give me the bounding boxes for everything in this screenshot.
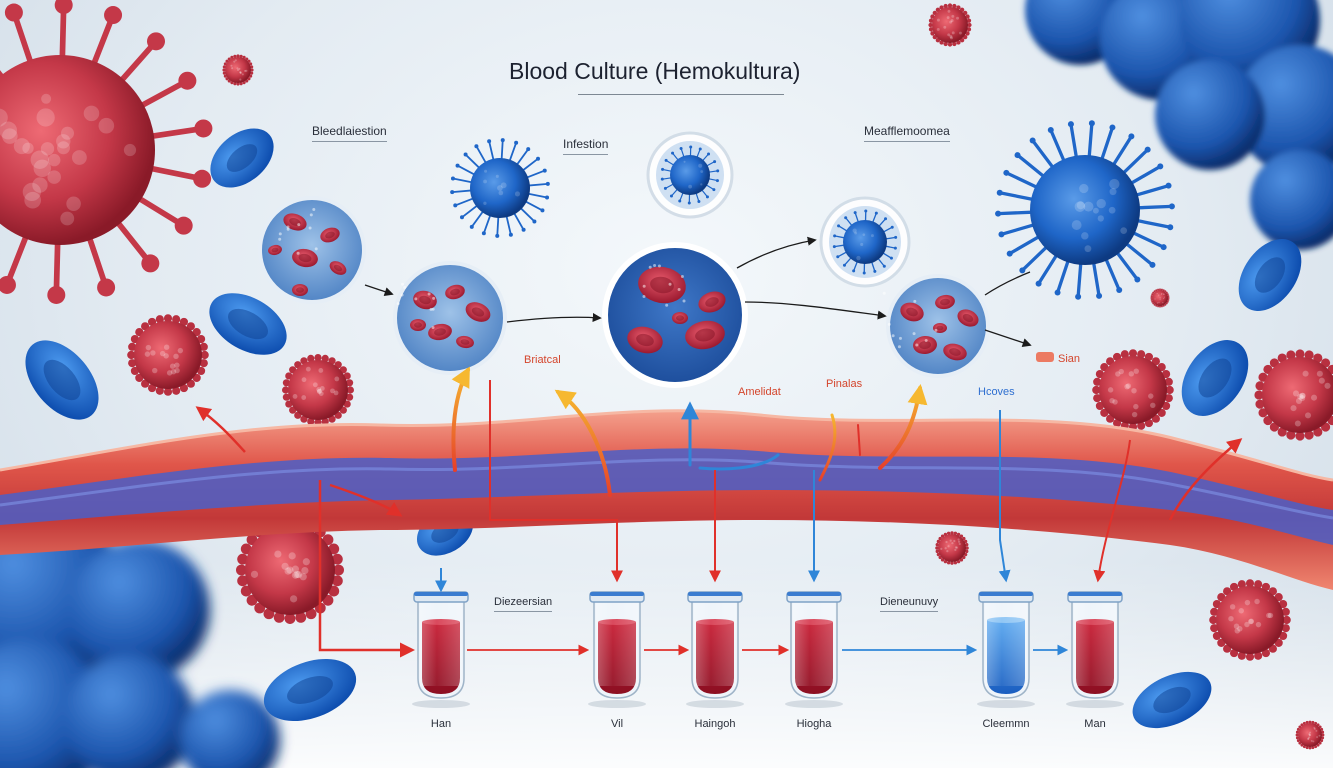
tube-label: Hiogha bbox=[796, 718, 832, 730]
culture-tube bbox=[686, 591, 744, 708]
tube-label: Cleemmn bbox=[982, 718, 1030, 730]
magnified-sample-right-top bbox=[819, 196, 911, 288]
label-dieneunuvy: Dieneunuvy bbox=[880, 596, 939, 612]
bacteria-cluster-bottom-left bbox=[0, 510, 280, 768]
tube-label: Han bbox=[430, 718, 452, 730]
magnified-sample-1 bbox=[258, 196, 366, 304]
sian-marker bbox=[1036, 352, 1054, 362]
tube-label: Man bbox=[1084, 718, 1106, 730]
red-arrows bbox=[195, 406, 1243, 658]
label-hcoves: Hcoves bbox=[978, 386, 1015, 398]
magnified-sample-4 bbox=[882, 274, 990, 378]
tube-label: Vil bbox=[610, 718, 624, 730]
bacteria-cluster-top-right bbox=[1025, 0, 1333, 250]
culture-tube bbox=[412, 591, 470, 708]
virus-icon-blue-small bbox=[450, 138, 550, 238]
label-bleedlaiestion: Bleedlaiestion bbox=[312, 124, 387, 142]
virus-icon-large bbox=[0, 0, 213, 304]
label-briatcal: Briatcal bbox=[524, 354, 561, 366]
label-meafflemoomea: Meafflemoomea bbox=[864, 124, 950, 142]
diagram-title: Blood Culture (Hemokultura) bbox=[509, 58, 801, 84]
label-infestion: Infestion bbox=[563, 137, 609, 155]
tube-label: Haingoh bbox=[694, 718, 736, 730]
process-arrows bbox=[364, 236, 1032, 348]
virus-particle-icons bbox=[127, 3, 1333, 750]
culture-tube bbox=[1066, 591, 1124, 708]
label-sian: Sian bbox=[1058, 353, 1081, 365]
culture-tube bbox=[588, 591, 646, 708]
culture-tube bbox=[977, 591, 1035, 708]
label-pinalas: Pinalas bbox=[826, 378, 863, 390]
tube-input-arrows bbox=[435, 380, 1131, 593]
virus-icon-blue-large bbox=[995, 120, 1175, 300]
flow-arrows bbox=[451, 366, 928, 497]
culture-tubes bbox=[412, 591, 1124, 708]
magnified-sample-center bbox=[602, 242, 748, 388]
label-amelidat: Amelidat bbox=[738, 386, 781, 398]
magnified-sample-2 bbox=[393, 261, 507, 375]
magnified-sample-top bbox=[646, 131, 734, 219]
title-underline bbox=[578, 94, 784, 95]
label-diezeersian: Diezeersian bbox=[494, 596, 553, 612]
culture-tube bbox=[785, 591, 843, 708]
